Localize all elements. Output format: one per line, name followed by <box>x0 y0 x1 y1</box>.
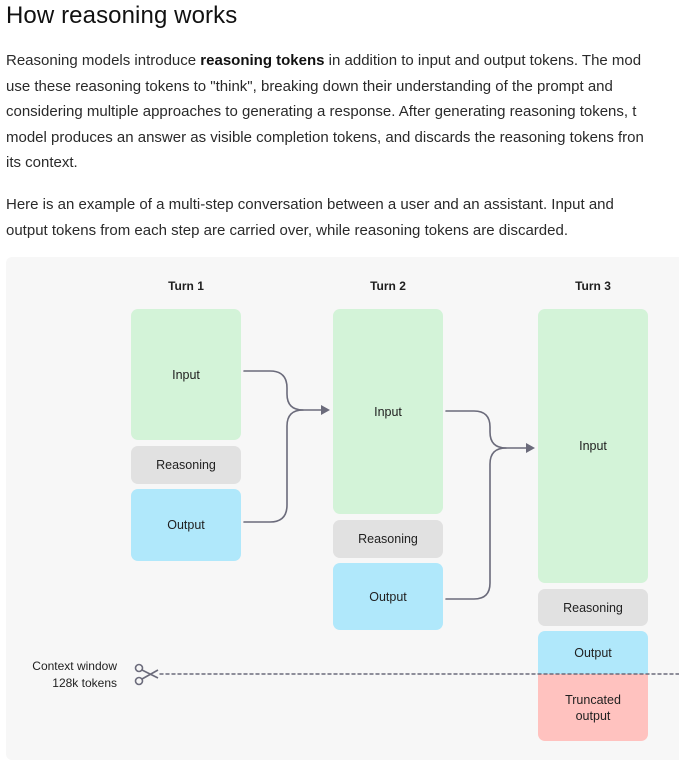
paragraph-line: its context. <box>6 154 78 171</box>
turn-3-reasoning-block: Reasoning <box>538 589 648 626</box>
paragraph-line: considering multiple approaches to gener… <box>6 103 637 120</box>
turn-2-input-block: Input <box>333 309 443 514</box>
turn-3-input-block: Input <box>538 309 648 583</box>
turn-2-output-block: Output <box>333 563 443 630</box>
paragraph-line: Reasoning models introduce reasoning tok… <box>6 48 644 74</box>
context-window-label: Context window 128k tokens <box>14 658 117 692</box>
turn-3-title: Turn 3 <box>575 279 611 293</box>
paragraph-line: use these reasoning tokens to "think", b… <box>6 77 613 95</box>
turn-3-output-block: Output <box>538 631 648 674</box>
intro-paragraph: Reasoning models introduce reasoning tok… <box>6 48 644 176</box>
text-span: in addition to input and output tokens. … <box>324 52 642 69</box>
turn-3-truncated-output-block: Truncated output <box>538 674 648 741</box>
turn-2-reasoning-block: Reasoning <box>333 520 443 558</box>
turn-1-title: Turn 1 <box>168 279 204 293</box>
context-window-title: Context window <box>32 659 117 673</box>
page-title: How reasoning works <box>6 2 238 29</box>
turn-1-output-block: Output <box>131 489 241 561</box>
reasoning-tokens-term: reasoning tokens <box>200 52 325 69</box>
paragraph-line: model produces an answer as visible comp… <box>6 128 644 146</box>
truncated-output-label: Truncated output <box>565 692 621 723</box>
paragraph-line: Here is an example of a multi-step conve… <box>6 196 614 213</box>
paragraph-line: output tokens from each step are carried… <box>6 221 568 239</box>
turn-2-title: Turn 2 <box>370 279 406 293</box>
example-paragraph: Here is an example of a multi-step conve… <box>6 192 614 243</box>
turn-1-input-block: Input <box>131 309 241 440</box>
turn-1-reasoning-block: Reasoning <box>131 446 241 484</box>
context-window-size: 128k tokens <box>52 676 117 690</box>
text-span: Reasoning models introduce <box>6 52 201 69</box>
